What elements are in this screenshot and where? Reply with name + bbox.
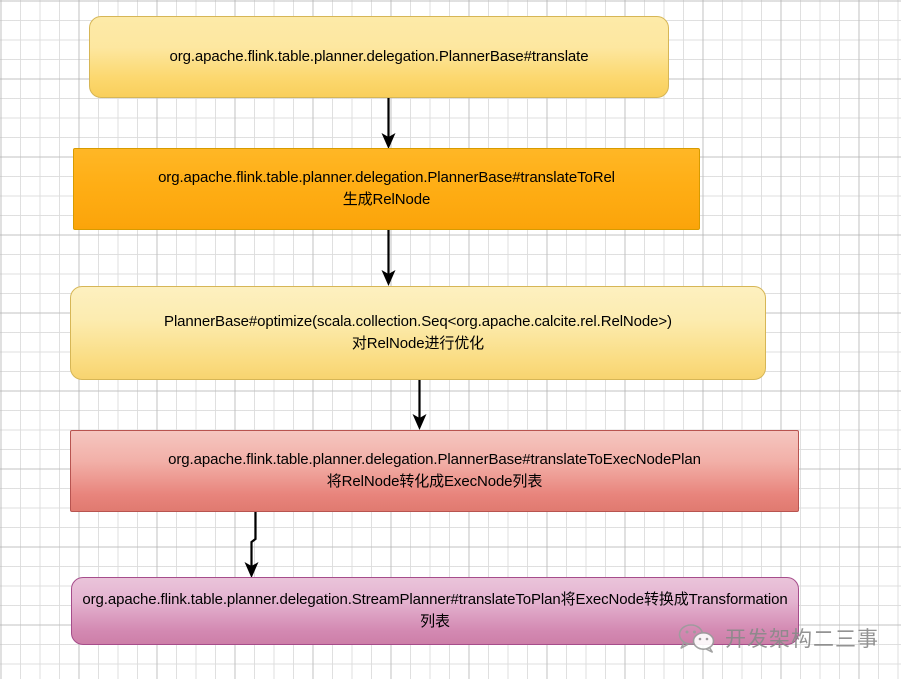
flow-node-label: org.apache.flink.table.planner.delegatio…: [168, 451, 701, 490]
edge-optimize-to-translateToExecNodePlan: [409, 379, 431, 431]
flow-node-label: org.apache.flink.table.planner.delegatio…: [169, 48, 589, 66]
edge-translate-to-translateToRel: [378, 96, 400, 150]
flow-node-label: org.apache.flink.table.planner.delegatio…: [158, 169, 615, 208]
flow-node-translate-to-plan[interactable]: org.apache.flink.table.planner.delegatio…: [71, 577, 799, 645]
flow-node-optimize[interactable]: PlannerBase#optimize(scala.collection.Se…: [70, 286, 766, 380]
edge-translateToExecNodePlan-to-translateToPlan: [241, 511, 267, 579]
flow-node-translate-to-execnodeplan[interactable]: org.apache.flink.table.planner.delegatio…: [70, 430, 799, 512]
flow-node-label: org.apache.flink.table.planner.delegatio…: [82, 591, 788, 630]
flow-node-label: PlannerBase#optimize(scala.collection.Se…: [164, 313, 672, 352]
flow-node-translate-to-rel[interactable]: org.apache.flink.table.planner.delegatio…: [73, 148, 700, 230]
edge-translateToRel-to-optimize: [378, 229, 400, 287]
flow-node-translate[interactable]: org.apache.flink.table.planner.delegatio…: [89, 16, 669, 98]
